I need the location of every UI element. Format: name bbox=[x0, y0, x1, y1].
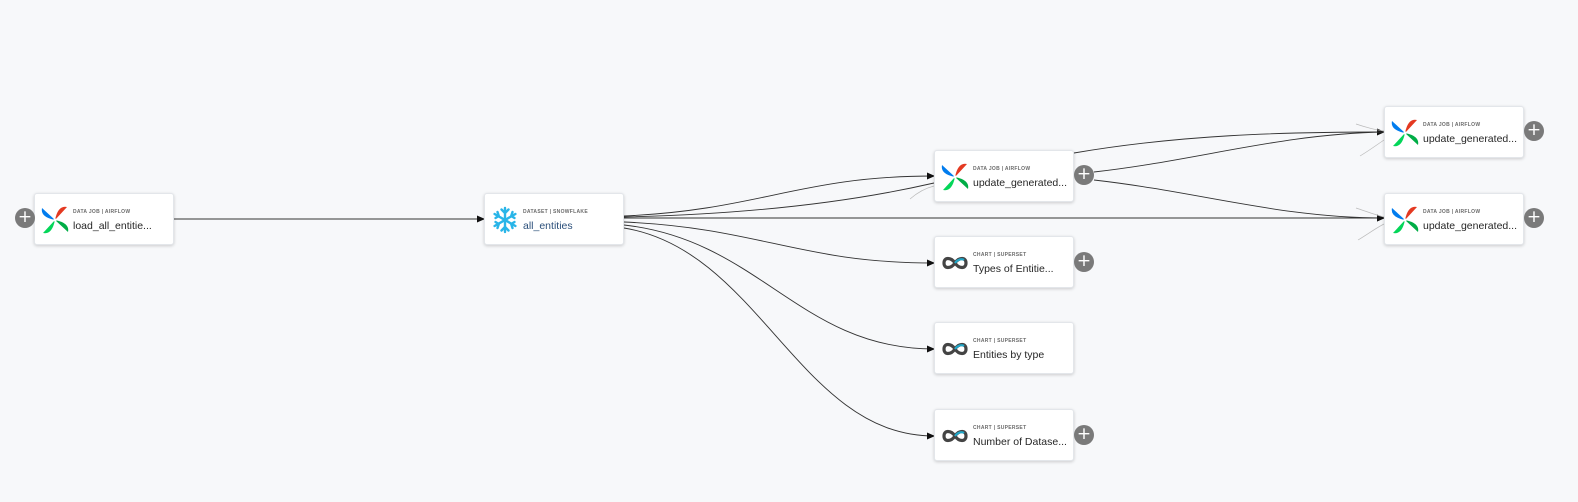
airflow-pinwheel-icon bbox=[40, 205, 70, 235]
edge-all-entities-to-update-mid bbox=[623, 172, 935, 217]
expand-upstream-button[interactable]: + bbox=[15, 208, 35, 228]
edge-all-entities-to-datasets-chart bbox=[623, 227, 935, 440]
node-types-of-entities-chart[interactable]: CHART | SUPERSET Types of Entitie... bbox=[934, 236, 1074, 288]
edge-stub-update-top-a bbox=[1355, 123, 1385, 132]
expand-downstream-button[interactable]: + bbox=[1074, 252, 1094, 272]
node-name: all_entities bbox=[523, 220, 573, 232]
expand-downstream-button[interactable]: + bbox=[1524, 208, 1544, 228]
node-type: DATA JOB | AIRFLOW bbox=[973, 166, 1031, 172]
edge-update-mid-to-update-top-b bbox=[1093, 131, 1385, 173]
node-all-entities[interactable]: DATASET | SNOWFLAKE all_entities bbox=[484, 193, 624, 245]
expand-downstream-button[interactable]: + bbox=[1074, 425, 1094, 445]
node-type: DATA JOB | AIRFLOW bbox=[1423, 122, 1481, 128]
expand-downstream-button[interactable]: + bbox=[1524, 121, 1544, 141]
node-update-generated-mid[interactable]: DATA JOB | AIRFLOW update_generated... bbox=[934, 150, 1074, 202]
node-name: Entities by type bbox=[973, 349, 1045, 361]
node-update-generated-right[interactable]: DATA JOB | AIRFLOW update_generated... bbox=[1384, 193, 1524, 245]
node-entities-by-type-chart[interactable]: CHART | SUPERSET Entities by type bbox=[934, 322, 1074, 374]
node-name: Types of Entitie... bbox=[973, 263, 1054, 275]
edge-stub-update-right-a bbox=[1355, 207, 1385, 218]
node-number-of-datasets-chart[interactable]: CHART | SUPERSET Number of Datase... bbox=[934, 409, 1074, 461]
node-type: DATASET | SNOWFLAKE bbox=[523, 209, 588, 215]
node-name: update_generated... bbox=[1423, 220, 1517, 232]
snowflake-icon bbox=[490, 205, 520, 235]
node-name: update_generated... bbox=[973, 177, 1067, 189]
node-name: load_all_entitie... bbox=[73, 220, 152, 232]
node-type: CHART | SUPERSET bbox=[973, 425, 1027, 431]
airflow-pinwheel-icon bbox=[940, 162, 970, 192]
node-type: CHART | SUPERSET bbox=[973, 252, 1027, 258]
expand-downstream-button[interactable]: + bbox=[1074, 165, 1094, 185]
node-load-all-entities[interactable]: DATA JOB | AIRFLOW load_all_entitie... bbox=[34, 193, 174, 245]
node-name: Number of Datase... bbox=[973, 436, 1067, 448]
node-type: DATA JOB | AIRFLOW bbox=[73, 209, 131, 215]
node-type: CHART | SUPERSET bbox=[973, 338, 1027, 344]
edge-update-mid-to-update-right bbox=[1093, 179, 1385, 222]
superset-infinity-icon bbox=[940, 248, 970, 278]
node-name: update_generated... bbox=[1423, 133, 1517, 145]
edge-all-entities-to-update-mid-b bbox=[623, 182, 935, 218]
node-update-generated-top[interactable]: DATA JOB | AIRFLOW update_generated... bbox=[1384, 106, 1524, 158]
airflow-pinwheel-icon bbox=[1390, 205, 1420, 235]
edge-all-entities-to-types-chart bbox=[623, 221, 935, 267]
edge-stub-update-mid bbox=[909, 185, 935, 200]
edge-all-entities-to-entities-chart bbox=[623, 224, 935, 353]
node-type: DATA JOB | AIRFLOW bbox=[1423, 209, 1481, 215]
airflow-pinwheel-icon bbox=[1390, 118, 1420, 148]
edge-stub-update-right-b bbox=[1357, 223, 1385, 241]
edge-update-mid-to-update-top bbox=[1073, 128, 1385, 154]
superset-infinity-icon bbox=[940, 421, 970, 451]
superset-infinity-icon bbox=[940, 334, 970, 364]
edge-stub-update-top-b bbox=[1359, 139, 1385, 157]
